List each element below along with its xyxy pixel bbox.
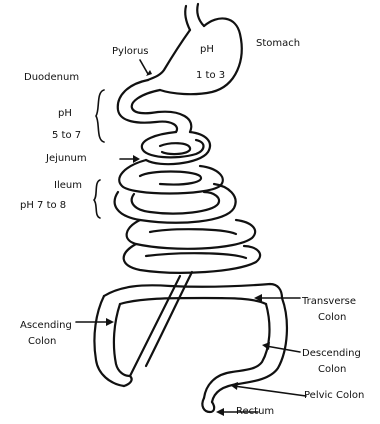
pelvic-pointer xyxy=(234,386,306,396)
ascending-arrowhead xyxy=(106,318,114,326)
stomach-outline xyxy=(148,18,242,94)
duodenum-inner xyxy=(132,90,192,132)
descending-colon-label-2: Colon xyxy=(318,364,346,376)
rectum-label: Rectum xyxy=(236,406,274,418)
duodenum-label: Duodenum xyxy=(24,72,79,84)
ileum-coil-4 xyxy=(140,172,201,185)
descending-arrowhead xyxy=(262,342,270,350)
pylorus-pointer xyxy=(140,60,148,74)
transverse-colon-label-2: Colon xyxy=(318,312,346,324)
stomach-ph-range-label: 1 to 3 xyxy=(196,70,225,82)
esophagus xyxy=(185,6,190,30)
stomach-ph-label: pH xyxy=(200,44,214,56)
transverse-colon-top xyxy=(104,284,282,298)
ileum-coil-8 xyxy=(146,253,246,258)
ascending-colon-label-1: Ascending xyxy=(20,320,72,332)
duodenum-ph-range-label: 5 to 7 xyxy=(52,130,81,142)
colon-diagonal xyxy=(130,276,180,376)
ascending-cap xyxy=(124,376,132,386)
ascending-colon-inner xyxy=(114,304,130,376)
ascending-colon-label-2: Colon xyxy=(28,336,56,348)
ileum-coil-7 xyxy=(150,229,236,234)
ileum-label: Ileum xyxy=(54,180,82,192)
descending-colon-outer xyxy=(212,298,287,402)
transverse-colon-inner xyxy=(120,298,266,304)
descending-colon-label-1: Descending xyxy=(302,348,361,360)
pelvic-colon-label: Pelvic Colon xyxy=(304,390,364,402)
transverse-colon-label-1: Transverse xyxy=(302,296,356,308)
ileum-brace xyxy=(94,180,100,218)
stomach-label: Stomach xyxy=(256,38,300,50)
pylorus-label: Pylorus xyxy=(112,46,149,58)
ileum-ph-label: pH 7 to 8 xyxy=(20,200,66,212)
duodenum-brace xyxy=(96,90,104,142)
jejunum-label: Jejunum xyxy=(46,153,87,165)
rectum-arrowhead xyxy=(216,408,224,416)
duodenum-ph-label: pH xyxy=(58,108,72,120)
esophagus-inner xyxy=(197,4,204,26)
ileum-coil-3 xyxy=(132,192,219,214)
descending-pointer xyxy=(266,346,300,352)
jejunum-coil-3 xyxy=(160,143,190,154)
duodenum-outer xyxy=(118,80,177,132)
